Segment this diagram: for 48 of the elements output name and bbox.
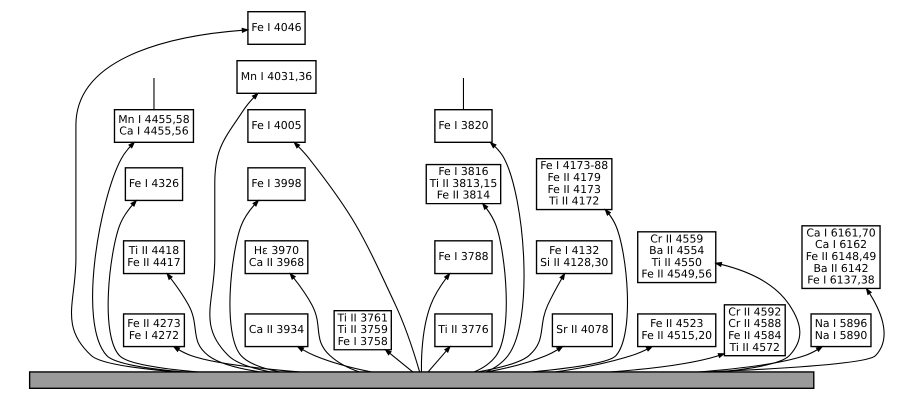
node-bar <box>28 371 814 389</box>
node-box: Fe I 3998 <box>247 167 306 202</box>
node-box: Fe I 4326 <box>124 167 184 202</box>
node-box: Ti II 4418 Fe II 4417 <box>122 240 186 274</box>
node-box: Sr II 4078 <box>552 313 613 348</box>
arrow <box>474 202 507 372</box>
node-box: Fe I 3820 <box>434 109 493 144</box>
node-box: Fe I 4173-88 Fe II 4179 Fe II 4173 Ti II 4172 <box>536 158 613 210</box>
node-box: Fe I 4005 <box>247 109 306 144</box>
connector <box>153 78 155 110</box>
arrow <box>229 199 280 372</box>
node-box: Ti II 3776 <box>434 313 493 348</box>
arrow <box>420 272 451 372</box>
node-box: Ti II 3761 Ti II 3759 Fe I 3758 <box>333 310 392 350</box>
arrow <box>209 92 271 372</box>
connector <box>462 78 464 110</box>
arrow <box>476 272 566 373</box>
arrow <box>531 208 628 373</box>
arrow <box>384 348 414 372</box>
arrow <box>172 346 300 372</box>
arrow <box>555 346 654 372</box>
node-box: Cr II 4592 Cr II 4588 Fe II 4584 Ti II 4572 <box>724 304 786 356</box>
node-box: Cr II 4559 Ba II 4554 Ti II 4550 Fe II 4549,56 <box>637 231 716 284</box>
arrow <box>293 141 420 372</box>
node-box: Hε 3970 Ca II 3968 <box>244 240 308 274</box>
arrow <box>486 142 525 372</box>
node-box: Fe I 3816 Ti II 3813,15 Fe II 3814 <box>426 164 502 204</box>
arrow <box>714 262 800 373</box>
node-box: Mn I 4031,36 <box>236 60 317 94</box>
node-box: Ca II 3934 <box>244 313 308 348</box>
arrow <box>108 200 199 373</box>
arrow <box>698 346 824 373</box>
arrow <box>428 346 451 372</box>
node-box: Mn I 4455,58 Ca I 4455,56 <box>114 109 194 144</box>
node-box: Fe II 4523 Fe II 4515,20 <box>637 313 716 348</box>
arrow <box>92 141 184 373</box>
node-box: Fe I 3788 <box>434 240 493 274</box>
node-box: Fe II 4273 Fe I 4272 <box>122 313 186 348</box>
arrow <box>296 346 372 372</box>
arrow <box>486 346 564 372</box>
arrow <box>289 272 360 372</box>
arrow <box>166 272 260 373</box>
node-box: Na I 5896 Na I 5890 <box>810 313 872 348</box>
arrow <box>610 353 726 372</box>
node-box: Fe I 4132 Si II 4128,30 <box>536 240 613 274</box>
arrow <box>71 28 250 373</box>
node-box: Fe I 4046 <box>247 11 306 46</box>
node-box: Ca I 6161,70 Ca I 6162 Fe II 6148,49 Ba II 6142 Fe I 6137,38 <box>801 225 881 290</box>
